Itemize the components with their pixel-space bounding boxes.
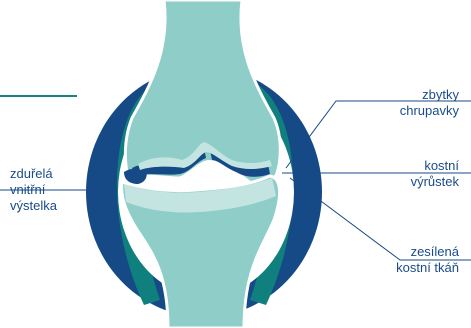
label-thickened-bone: zesílená kostní tkáň bbox=[396, 244, 459, 276]
label-bone-spur: kostní výrůstek bbox=[411, 158, 459, 190]
label-cartilage-remnants: zbytky chrupavky bbox=[400, 87, 459, 119]
label-thickened-lining: zduřelá vnitřní výstelka bbox=[10, 166, 57, 214]
